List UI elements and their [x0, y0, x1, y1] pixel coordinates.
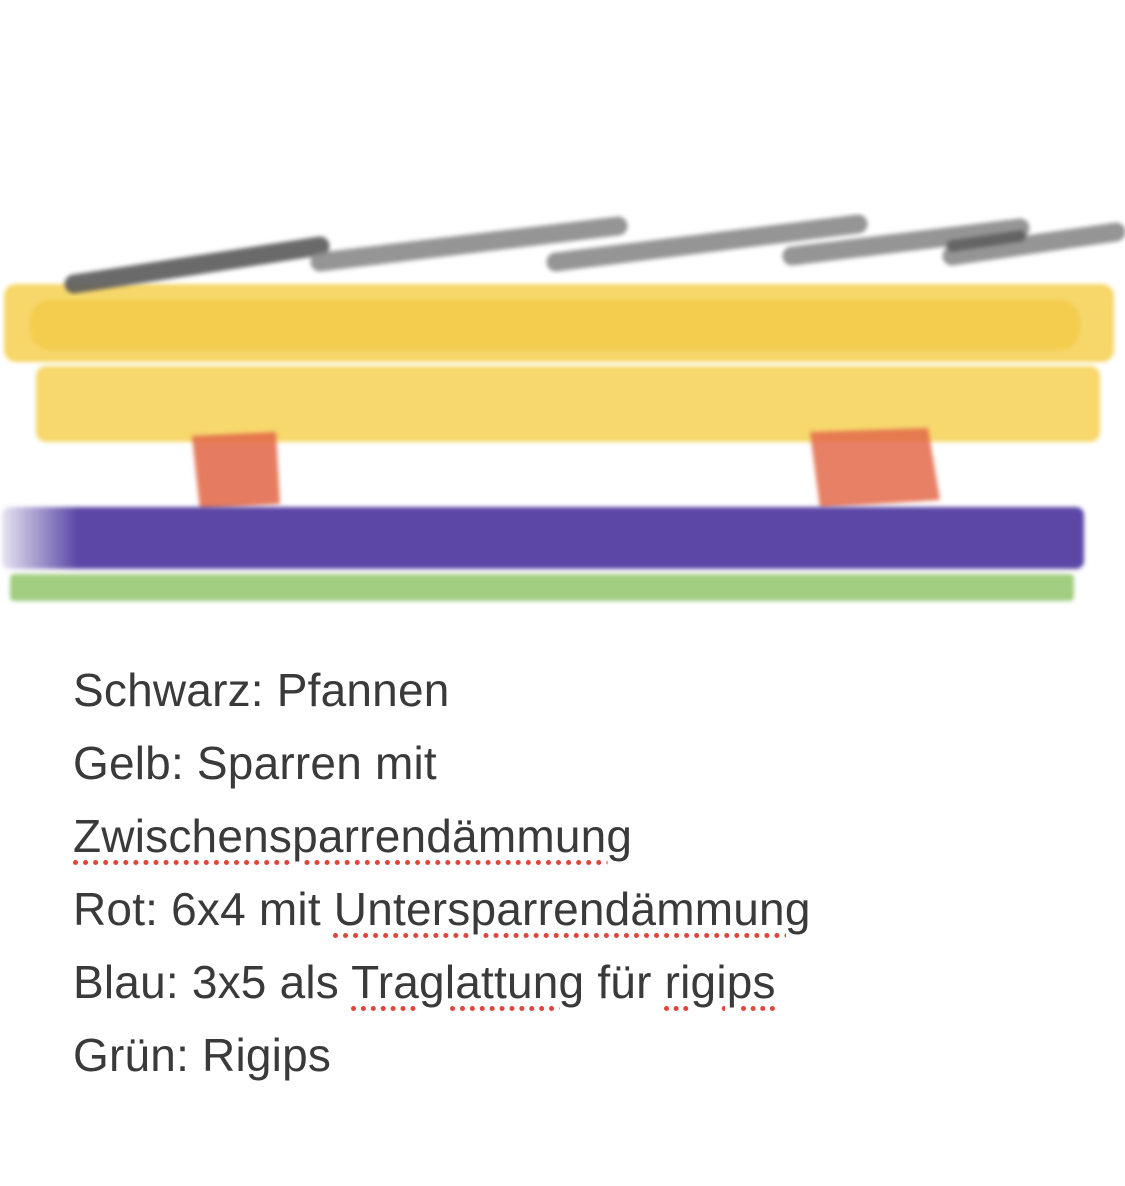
legend-line-gelb-cont: Zwischensparrendämmung: [73, 800, 811, 873]
pfanne-overlap: [946, 230, 1026, 252]
legend-line-rot: Rot: 6x4 mit Untersparrendämmung: [73, 873, 811, 946]
pfanne-5: [942, 222, 1125, 266]
misspelled-word[interactable]: Zwischensparrendämmung: [73, 810, 633, 862]
legend-text: für: [584, 956, 665, 1008]
sparren-top-shade: [30, 300, 1080, 350]
legend-text: Grün: Rigips: [73, 1029, 332, 1081]
legend-text: Rot: 6x4 mit: [73, 883, 334, 935]
sparren-layer: [4, 284, 1114, 442]
misspelled-word[interactable]: Traglattung: [351, 956, 585, 1008]
misspelled-word[interactable]: rigips: [664, 956, 776, 1008]
lattung-rot-layer: [192, 428, 940, 510]
lattung-rot-left: [192, 432, 280, 510]
traglattung-layer: [2, 507, 1084, 569]
lattung-rot-right: [810, 428, 940, 508]
legend-line-schwarz: Schwarz: Pfannen: [73, 654, 811, 727]
pfanne-1: [64, 236, 330, 294]
legend-text: Blau: 3x5 als: [73, 956, 352, 1008]
legend-text: Gelb: Sparren mit: [73, 737, 437, 789]
pfanne-4: [782, 218, 1030, 266]
rigips-gruen: [10, 574, 1074, 601]
misspelled-word[interactable]: Untersparrendämmung: [333, 883, 811, 935]
legend-line-gruen: Grün: Rigips: [73, 1019, 811, 1092]
pfanne-2: [310, 216, 628, 272]
legend-text: Schwarz: Pfannen: [73, 664, 450, 716]
traglattung-blau: [2, 507, 1084, 569]
rigips-layer: [10, 574, 1074, 601]
legend-line-blau: Blau: 3x5 als Traglattung für rigips: [73, 946, 811, 1019]
pfannen-layer: [64, 214, 1125, 294]
roof-construction-sketch: [2, 214, 1125, 601]
legend-line-gelb: Gelb: Sparren mit: [73, 727, 811, 800]
sparren-bottom: [36, 366, 1100, 442]
pfanne-3: [546, 214, 868, 272]
